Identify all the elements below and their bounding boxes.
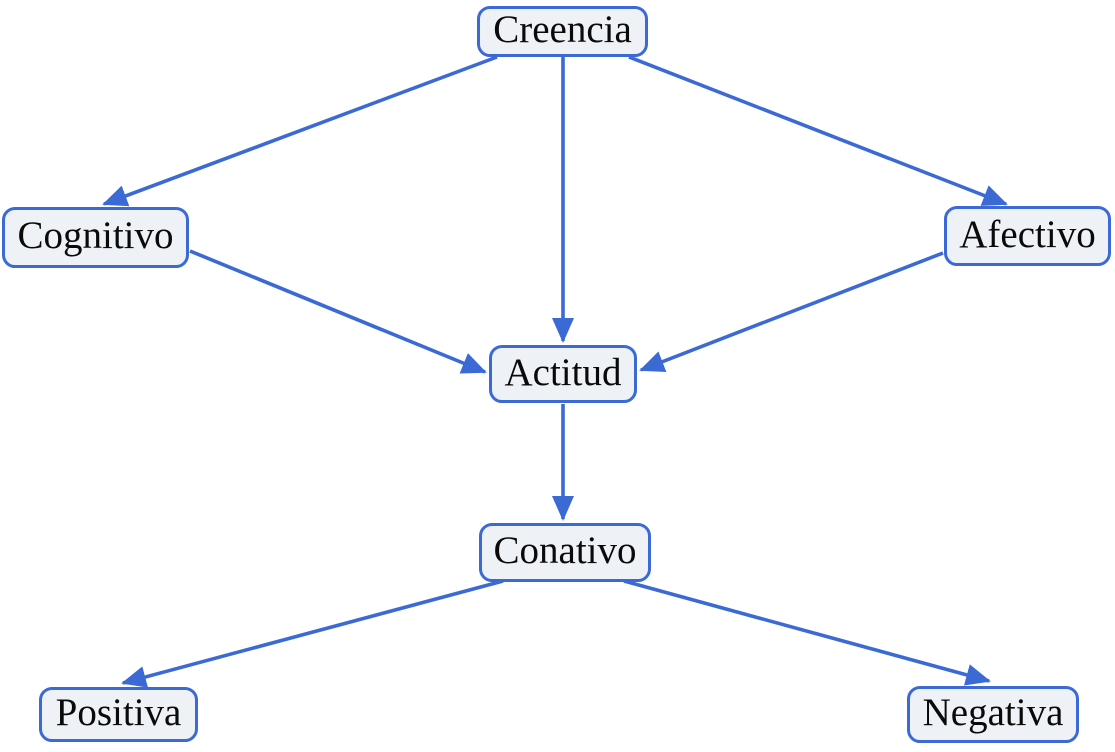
node-positiva: Positiva <box>39 687 198 742</box>
node-cognitivo: Cognitivo <box>2 207 189 268</box>
node-conativo: Conativo <box>479 523 651 582</box>
node-label: Cognitivo <box>17 214 174 257</box>
node-label: Afectivo <box>959 212 1096 256</box>
arrow-cognitivo-actitud <box>189 249 487 374</box>
arrow-conativo-positiva <box>121 579 504 688</box>
node-actitud: Actitud <box>489 345 637 403</box>
node-label: Negativa <box>922 691 1064 734</box>
node-label: Conativo <box>493 529 637 572</box>
node-afectivo: Afectivo <box>944 206 1111 266</box>
node-label: Creencia <box>493 8 632 51</box>
arrow-creencia-cognitivo <box>102 55 498 207</box>
node-label: Positiva <box>55 691 182 734</box>
arrow-afectivo-actitud <box>639 251 944 372</box>
arrow-creencia-afectivo <box>628 55 1008 206</box>
node-negativa: Negativa <box>907 686 1079 743</box>
node-label: Actitud <box>504 350 622 394</box>
node-creencia: Creencia <box>477 6 648 57</box>
arrow-conativo-negativa <box>623 579 991 686</box>
